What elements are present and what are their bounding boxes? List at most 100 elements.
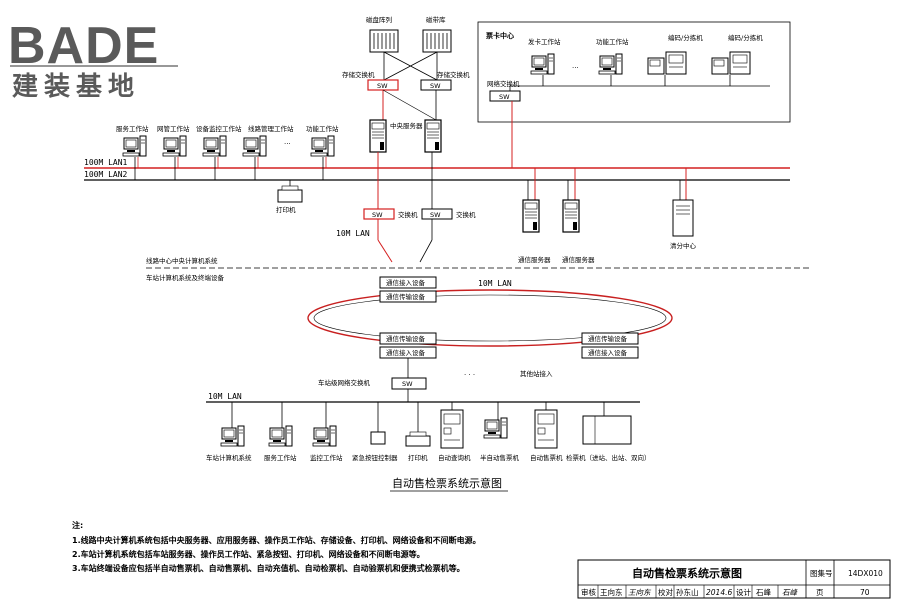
central-server-label: 中央服务器 [390, 121, 423, 130]
trans-top-label: 通信传输设备 [386, 292, 426, 301]
lan1-label: 100M LAN1 [84, 158, 128, 167]
storage-switch-label-right: 存储交换机 [437, 70, 470, 79]
auto-ticket-machine-icon [534, 409, 558, 449]
terminal-label-8: 自动售票机 [530, 453, 563, 462]
tb-date: 2014.6 [706, 588, 732, 597]
note-1: 1.线路中央计算机系统包括中央服务器、应用服务器、操作员工作站、存储设备、打印机… [72, 535, 481, 545]
gate-icon [582, 415, 632, 445]
right-servers: 通信服务器 通信服务器 清分中心 [518, 168, 697, 264]
tb-proofer: 孙东山 [676, 587, 699, 597]
comm-server-1-icon [522, 199, 540, 233]
storage-area: 磁盘阵列 磁带库 存储交换机 存储交换机 SW SW 中央服务器 [342, 15, 470, 153]
switch-black-label: 交换机 [456, 210, 476, 219]
issue-ws-label: 发卡工作站 [528, 37, 561, 46]
bade-logo: BADE 建装基地 [8, 17, 178, 101]
tb-sig-1: 王向东 [628, 588, 652, 597]
tb-sig-3: 石峰 [782, 588, 798, 597]
terminal-label-9: 检票机（进站、出站、双向） [566, 453, 651, 462]
issue-ws-icon [530, 53, 555, 75]
notes: 注: 1.线路中央计算机系统包括中央服务器、应用服务器、操作员工作站、存储设备、… [72, 520, 481, 573]
comm-ring: 10M LAN 通信接入设备 通信传输设备 通信传输设备 通信接入设备 通信传输… [307, 276, 673, 379]
access-top-label: 通信接入设备 [386, 278, 426, 287]
logo-brand: BADE [8, 17, 159, 75]
trans-mid-box [379, 332, 437, 345]
card-center: 票卡中心 发卡工作站 功能工作站 编码/分拣机 编码/分拣机 ··· 网络交换机… [477, 21, 791, 168]
emergency-button-icon [370, 431, 386, 445]
tb-atlas-label: 图集号 [810, 568, 833, 578]
ten-m-lan-center-label: 10M LAN [336, 229, 370, 238]
tb-designer: 石峰 [756, 587, 771, 597]
station-switch-label: 车站级网络交换机 [318, 378, 371, 387]
function-ws-main-icon [310, 135, 335, 157]
terminal-label-3: 监控工作站 [310, 453, 343, 462]
ring-outer [307, 289, 673, 347]
clearing-center-icon [672, 199, 694, 237]
tape-library-icon [422, 29, 452, 53]
center-switches: SW 交换机 SW 交换机 10M LAN [336, 180, 476, 263]
switch-black-text: SW [430, 211, 441, 219]
workstation-label-5: 功能工作站 [306, 124, 339, 133]
title-block: 自动售检票系统示意图 图集号 14DX010 审核 王向东 校对 孙东山 设计 … [577, 559, 891, 599]
lan2-label: 100M LAN2 [84, 170, 128, 179]
tb-page-label: 页 [816, 588, 824, 597]
lan-backbone: 100M LAN1 100M LAN2 [84, 152, 790, 190]
comm-server-2-label: 通信服务器 [562, 255, 595, 264]
workstation-label-1: 服务工作站 [116, 124, 149, 133]
card-center-dots: ··· [572, 64, 579, 72]
trans-right-box [581, 332, 639, 345]
comm-server-1-label: 通信服务器 [518, 255, 551, 264]
ring-lan-label: 10M LAN [478, 279, 512, 288]
workstation-label-2: 网管工作站 [157, 124, 190, 133]
encoder-2-label: 编码/分拣机 [728, 33, 763, 42]
query-machine-icon [440, 409, 464, 449]
access-right-box [581, 346, 639, 359]
logo-subtitle: 建装基地 [12, 71, 140, 101]
station-service-ws-icon [268, 425, 293, 447]
function-ws-label: 功能工作站 [596, 37, 629, 46]
workstation-label-4: 线路管理工作站 [248, 124, 294, 133]
note-3: 3.车站终端设备应包括半自动售票机、自动售票机、自动充值机、自动检票机、自动验票… [72, 563, 465, 573]
storage-switch-label-left: 存储交换机 [342, 70, 375, 79]
tb-proof-label: 校对 [658, 587, 673, 597]
tape-library-label: 磁带库 [426, 15, 446, 24]
storage-switch-left-text: SW [377, 82, 388, 90]
disk-array-icon [369, 29, 399, 53]
comm-server-2-icon [562, 199, 580, 233]
monitor-ws-icon [202, 135, 227, 157]
trans-mid-label: 通信传输设备 [386, 334, 426, 343]
card-center-title: 票卡中心 [485, 31, 514, 40]
switch-red [363, 208, 395, 220]
diagram-title: 自动售检票系统示意图 [392, 476, 502, 490]
clearing-center-label: 清分中心 [670, 241, 697, 250]
disk-array-label: 磁盘阵列 [366, 15, 392, 24]
workstation-row: 服务工作站 网管工作站 设备监控工作站 线路管理工作站 功能工作站 ··· [116, 124, 339, 157]
printer-icon [277, 189, 303, 203]
other-access-label: 其他站接入 [520, 369, 553, 378]
station-network: 车站级网络交换机 SW 10M LAN 车站计算机系统 服务工作站 监控工作站 … [206, 358, 651, 462]
printer-label: 打印机 [276, 205, 296, 214]
tb-design-label: 设计 [736, 587, 751, 597]
notes-head: 注: [72, 520, 83, 530]
terminal-label-5: 打印机 [408, 453, 428, 462]
switch-black [421, 208, 453, 220]
access-right-label: 通信接入设备 [588, 348, 628, 357]
station-computer-icon [220, 425, 245, 447]
switch-red-label: 交换机 [398, 210, 418, 219]
semi-auto-ticket-icon [483, 417, 508, 439]
encoder-2-icon [711, 51, 751, 75]
tb-atlas-no: 14DX010 [848, 569, 883, 578]
terminal-label-7: 半自动售票机 [480, 453, 520, 462]
encoder-1-icon [647, 51, 687, 75]
card-center-frame [477, 21, 791, 123]
linemgmt-ws-icon [242, 135, 267, 157]
tb-reviewer: 王向东 [600, 587, 623, 597]
card-center-switch-text: SW [499, 93, 510, 101]
printer-group: 打印机 [276, 185, 303, 214]
netmgmt-ws-icon [162, 135, 187, 157]
station-printer-icon [405, 435, 431, 447]
access-top-box [379, 276, 437, 289]
service-ws-icon [122, 135, 147, 157]
tb-title: 自动售检票系统示意图 [632, 566, 742, 580]
switch-red-text: SW [372, 211, 383, 219]
card-center-switch [489, 90, 521, 102]
